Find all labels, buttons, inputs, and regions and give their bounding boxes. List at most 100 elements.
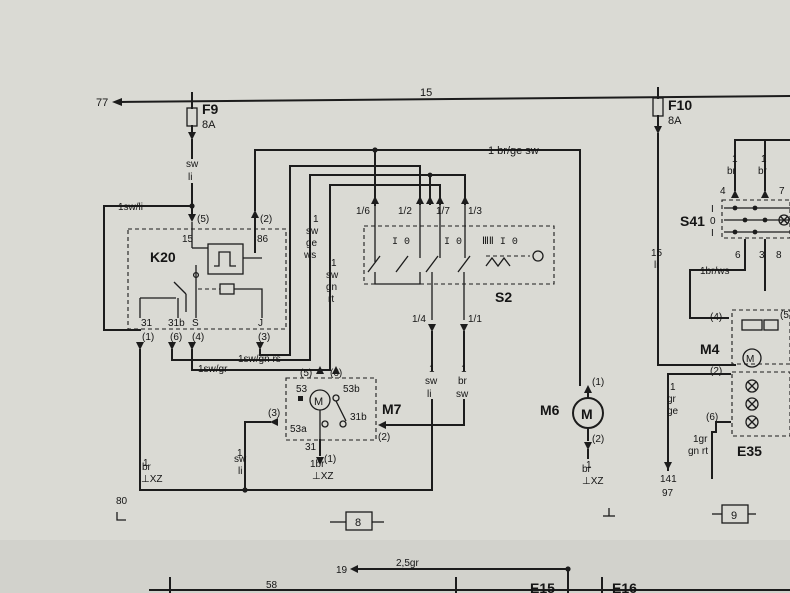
m7-sw: sw xyxy=(234,454,247,465)
m7-symbol: M xyxy=(314,396,323,408)
gr-gn-rt-2: gn rt xyxy=(688,446,708,457)
k20-pinj: J xyxy=(258,318,263,329)
sgr-1: 1 xyxy=(331,258,337,269)
s2-out-sw: sw xyxy=(425,376,438,387)
m6-symbol: M xyxy=(581,406,593,422)
relay-k20: K20 (5) (2) 15 86 31 31b S J (1) (6) (4)… xyxy=(127,149,287,350)
s2-sw: sw xyxy=(456,389,469,400)
wire-sw-gn-rs: 1sw/gn rs xyxy=(238,354,281,365)
m7-ground: ⊥XZ xyxy=(312,471,334,482)
m6-br-1: 1 xyxy=(586,460,592,471)
m7-conn5: (5) xyxy=(300,368,312,379)
s2-pos13: 1/3 xyxy=(468,206,482,217)
wire-br-ws: 1br/ws xyxy=(700,266,729,277)
m4-symbol: M xyxy=(746,354,754,365)
s2-outputs: 1 sw li 1 br sw xyxy=(244,331,469,491)
k20-wires: 1 1 br ⊥XZ 1sw/gn rs 1sw/gr 1 br/ge sw xyxy=(139,145,581,491)
e35-conn6: (6) xyxy=(706,412,718,423)
references: 80 8 9 xyxy=(116,496,756,531)
s2-scale-c: ⅢⅡ I 0 xyxy=(482,237,518,248)
s2-br: br xyxy=(458,376,468,387)
s41-l2: br xyxy=(727,166,737,177)
m7-conn1: (1) xyxy=(324,454,336,465)
ref-e15: E15 xyxy=(530,580,555,593)
paper-lower-shade xyxy=(0,540,790,593)
wire-15-label: 15 xyxy=(420,87,432,99)
switch-s2: S2 1/6 1/2 1/7 1/3 I 0 I 0 ⅢⅡ I 0 1/4 1 xyxy=(356,165,555,332)
m7-conn3: (3) xyxy=(268,408,280,419)
wire-58: 58 xyxy=(266,580,278,591)
motor-m4: M4 (4) (5 M (2) xyxy=(700,309,790,377)
m6-ground: ⊥XZ xyxy=(582,476,604,487)
section-9: 9 xyxy=(731,510,737,522)
lamp-e35: E35 (6) 1gr gn rt 1 gr ge 141 97 xyxy=(660,371,790,499)
sgw-4: ws xyxy=(303,250,316,261)
k20-pins: S xyxy=(192,318,199,329)
s41-name: S41 xyxy=(680,213,705,229)
k20-ground: ⊥XZ xyxy=(141,474,163,485)
f10-15: 15 xyxy=(651,248,663,259)
s41-scale-1: I xyxy=(711,204,714,215)
m6-br: br xyxy=(582,464,592,475)
m7-conn2: (2) xyxy=(378,432,390,443)
s2-pos16: 1/6 xyxy=(356,206,370,217)
s2-name: S2 xyxy=(495,289,512,305)
k20-br-1: 1 xyxy=(143,458,149,469)
m4-conn5: (5 xyxy=(780,310,789,321)
motor-m6: (1) M M6 (2) 1 br ⊥XZ xyxy=(540,377,604,487)
s2-out-1: 1 xyxy=(429,364,435,375)
section-8: 8 xyxy=(355,517,361,529)
s41-l8: 7 xyxy=(779,186,785,197)
e35-name: E35 xyxy=(737,443,762,459)
gr-ge-3: ge xyxy=(667,406,679,417)
s2-scale-a: I 0 xyxy=(392,237,410,248)
bottom-section: 19 2,5gr 58 E15 E16 xyxy=(149,558,790,593)
ref-141: 141 xyxy=(660,474,677,485)
wire-br-ge-sw: 1 br/ge sw xyxy=(488,145,539,157)
m7-br: 1br xyxy=(310,459,325,470)
wire-25gr: 2,5gr xyxy=(396,558,419,569)
gr-gn-rt-1: 1gr xyxy=(693,434,708,445)
k20-pin86: 86 xyxy=(257,234,269,245)
s2-pos11: 1/1 xyxy=(468,314,482,325)
sgr-3: gn xyxy=(326,282,337,293)
m4-conn2: (2) xyxy=(710,366,722,377)
sgr-2: sw xyxy=(326,270,339,281)
motor-m7: M7 (5) (6) 53 53b M 31b 53a 31 (3) (2) (… xyxy=(234,366,402,493)
s41-l7: 4 xyxy=(720,186,726,197)
m7-sw-1: 1 xyxy=(237,448,243,459)
m6-conn2: (2) xyxy=(592,434,604,445)
sgw-1: 1 xyxy=(313,214,319,225)
wire-sw-gr: 1sw/gr xyxy=(198,364,228,375)
f9-rating: 8A xyxy=(202,119,216,131)
ref-97: 97 xyxy=(662,488,674,499)
main-line-15: 77 15 xyxy=(96,87,790,109)
m6-name: M6 xyxy=(540,402,560,418)
m4-name: M4 xyxy=(700,341,720,357)
s41-l4: br xyxy=(758,166,768,177)
m7-pin53: 53 xyxy=(296,384,308,395)
f10-name: F10 xyxy=(668,97,692,113)
m7-name: M7 xyxy=(382,401,402,417)
s41-l9: 6 xyxy=(735,250,741,261)
k20-conn4: (4) xyxy=(192,332,204,343)
f9-wire-li: li xyxy=(188,172,192,183)
wire-sw-li: 1sw/li xyxy=(103,202,193,331)
s2-pos12: 1/2 xyxy=(398,206,412,217)
s2-br-1: 1 xyxy=(461,364,467,375)
wire-sw-li-label: 1sw/li xyxy=(118,202,143,213)
harness-labels: 1 sw ge ws 1 sw gn rt xyxy=(303,214,339,305)
f9-wire-sw: sw xyxy=(186,159,199,170)
m7-pin31b: 31b xyxy=(350,412,367,423)
m7-pin31: 31 xyxy=(305,442,317,453)
s2-pos17: 1/7 xyxy=(436,206,450,217)
s41-scale-2: 0 xyxy=(710,216,716,227)
gr-ge-1: 1 xyxy=(670,382,676,393)
fuse-f9: F9 8A sw li xyxy=(186,92,219,222)
s41-scale-3: I xyxy=(711,228,714,239)
ref-80: 80 xyxy=(116,496,128,507)
ref-e16: E16 xyxy=(612,580,637,593)
k20-conn3: (3) xyxy=(258,332,270,343)
